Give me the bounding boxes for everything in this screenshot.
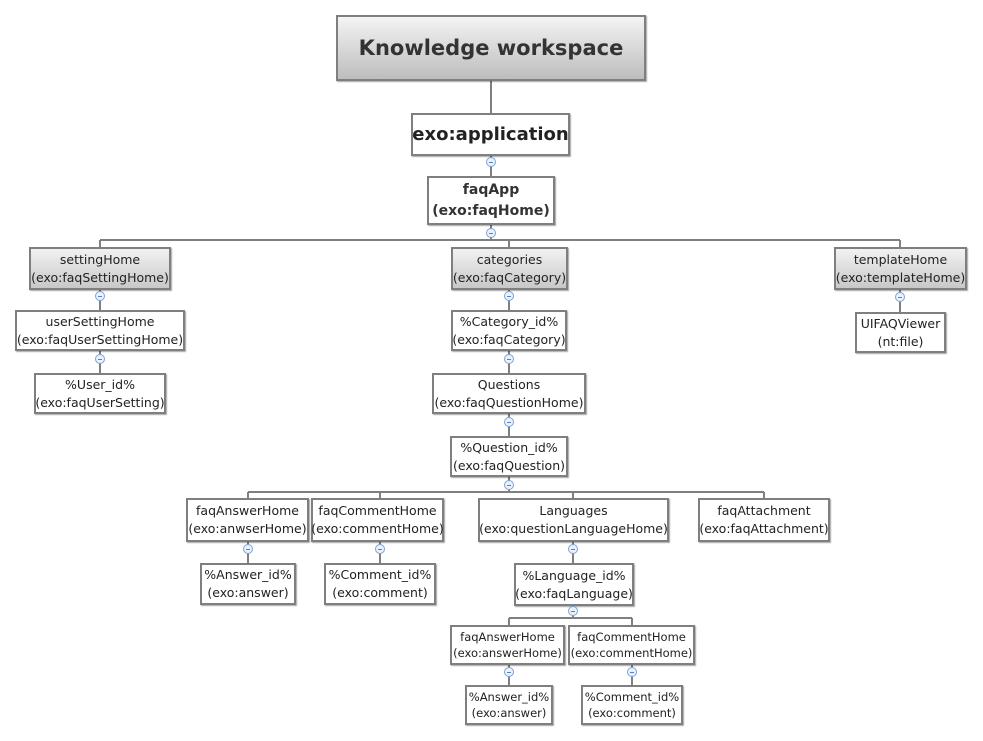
connector-faqapp-children: [99, 224, 901, 248]
usersettinghome-node-name: userSettingHome: [45, 313, 155, 329]
application-node[interactable]: exo:application: [411, 113, 570, 156]
commentid-node-type: (exo:comment): [332, 585, 428, 600]
categories-node-type: (exo:faqCategory): [452, 269, 567, 285]
faqcommenthome-node[interactable]: faqCommentHome (exo:commentHome): [311, 498, 444, 542]
languages-node-name: Languages: [539, 503, 608, 518]
languageid-node-name: %Language_id%: [522, 567, 626, 583]
templatehome-node-type: (exo:templateHome): [835, 269, 966, 285]
userid-node[interactable]: %User_id% (exo:faqUserSetting): [34, 373, 166, 414]
lang-answerid-node-name: %Answer_id%: [468, 690, 550, 704]
lang-commentid-node[interactable]: %Comment_id% (exo:comment): [581, 685, 683, 725]
usersettinghome-node-type: (exo:faqUserSettingHome): [16, 331, 184, 347]
settinghome-node-name: settingHome: [59, 251, 141, 267]
lang-faqcommenthome-node[interactable]: faqCommentHome (exo:commentHome): [568, 625, 695, 665]
languages-node-type: (exo:questionLanguageHome): [479, 521, 668, 536]
faqanswerhome-node[interactable]: faqAnswerHome (exo:anwserHome): [186, 498, 309, 542]
userid-node-type: (exo:faqUserSetting): [35, 394, 165, 410]
settinghome-node[interactable]: settingHome (exo:faqSettingHome): [29, 247, 171, 290]
collapse-toggle-icon[interactable]: [243, 544, 253, 554]
questions-node-type: (exo:faqQuestionHome): [434, 394, 584, 410]
faqattachment-node-name: faqAttachment: [717, 503, 811, 518]
lang-faqcommenthome-node-type: (exo:commentHome): [570, 646, 693, 660]
languageid-node-type: (exo:faqLanguage): [515, 585, 633, 601]
faqattachment-node[interactable]: faqAttachment (exo:faqAttachment): [698, 498, 830, 542]
lang-faqanswerhome-node-type: (exo:answerHome): [453, 646, 562, 660]
userid-node-name: %User_id%: [65, 376, 135, 392]
lang-answerid-node[interactable]: %Answer_id% (exo:answer): [465, 685, 553, 725]
answerid-node-name: %Answer_id%: [204, 567, 292, 582]
collapse-toggle-icon[interactable]: [895, 292, 905, 302]
templatehome-node-name: templateHome: [853, 251, 948, 267]
lang-commentid-node-name: %Comment_id%: [584, 690, 680, 704]
connector-answer-comment-ids: [247, 541, 381, 564]
faqcommenthome-node-name: faqCommentHome: [318, 503, 437, 518]
collapse-toggle-icon[interactable]: [504, 354, 514, 364]
uifaqviewer-node-type: (nt:file): [877, 333, 924, 349]
questionid-node[interactable]: %Question_id% (exo:faqQuestion): [450, 436, 568, 477]
lang-faqanswerhome-node[interactable]: faqAnswerHome (exo:answerHome): [450, 625, 565, 665]
languageid-node[interactable]: %Language_id% (exo:faqLanguage): [514, 563, 634, 606]
collapse-toggle-icon[interactable]: [375, 544, 385, 554]
collapse-toggle-icon[interactable]: [504, 480, 514, 490]
answerid-node-type: (exo:answer): [207, 585, 289, 600]
faqapp-node[interactable]: faqApp (exo:faqHome): [427, 176, 555, 225]
faqanswerhome-node-name: faqAnswerHome: [196, 503, 299, 518]
connector-question-children: [247, 491, 765, 499]
collapse-toggle-icon[interactable]: [504, 417, 514, 427]
root-node[interactable]: Knowledge workspace: [336, 15, 646, 81]
categoryid-node-name: %Category_id%: [459, 313, 559, 329]
answerid-node[interactable]: %Answer_id% (exo:answer): [200, 563, 296, 605]
questions-node-name: Questions: [477, 376, 541, 392]
questions-node[interactable]: Questions (exo:faqQuestionHome): [432, 373, 586, 414]
collapse-toggle-icon[interactable]: [504, 667, 514, 677]
questionid-node-name: %Question_id%: [460, 439, 558, 455]
languages-node[interactable]: Languages (exo:questionLanguageHome): [478, 498, 669, 542]
faqcommenthome-node-type: (exo:commentHome): [311, 521, 444, 536]
usersettinghome-node[interactable]: userSettingHome (exo:faqUserSettingHome): [15, 310, 185, 351]
application-node-label: exo:application: [412, 124, 569, 145]
collapse-toggle-icon[interactable]: [95, 291, 105, 301]
faqapp-node-name: faqApp: [462, 181, 520, 198]
categoryid-node-type: (exo:faqCategory): [452, 331, 566, 347]
uifaqviewer-node-name: UIFAQViewer: [860, 315, 941, 331]
collapse-toggle-icon[interactable]: [95, 354, 105, 364]
collapse-toggle-icon[interactable]: [486, 157, 496, 167]
templatehome-node[interactable]: templateHome (exo:templateHome): [834, 247, 967, 290]
collapse-toggle-icon[interactable]: [627, 667, 637, 677]
faqapp-node-type: (exo:faqHome): [432, 202, 550, 219]
collapse-toggle-icon[interactable]: [568, 544, 578, 554]
lang-commentid-node-type: (exo:comment): [588, 706, 676, 720]
root-node-label: Knowledge workspace: [358, 36, 624, 60]
faqanswerhome-node-type: (exo:anwserHome): [188, 521, 307, 536]
uifaqviewer-node[interactable]: UIFAQViewer (nt:file): [855, 312, 946, 353]
settinghome-node-type: (exo:faqSettingHome): [31, 269, 169, 285]
lang-faqcommenthome-node-name: faqCommentHome: [577, 630, 686, 644]
collapse-toggle-icon[interactable]: [568, 606, 578, 616]
questionid-node-type: (exo:faqQuestion): [453, 457, 565, 473]
lang-faqanswerhome-node-name: faqAnswerHome: [460, 630, 555, 644]
categories-node-name: categories: [476, 251, 543, 267]
commentid-node[interactable]: %Comment_id% (exo:comment): [324, 563, 436, 605]
categoryid-node[interactable]: %Category_id% (exo:faqCategory): [451, 310, 567, 351]
commentid-node-name: %Comment_id%: [328, 567, 432, 582]
collapse-toggle-icon[interactable]: [504, 291, 514, 301]
collapse-toggle-icon[interactable]: [486, 228, 496, 238]
lang-answerid-node-type: (exo:answer): [471, 706, 547, 720]
categories-node[interactable]: categories (exo:faqCategory): [451, 247, 568, 290]
faqattachment-node-type: (exo:faqAttachment): [699, 521, 829, 536]
